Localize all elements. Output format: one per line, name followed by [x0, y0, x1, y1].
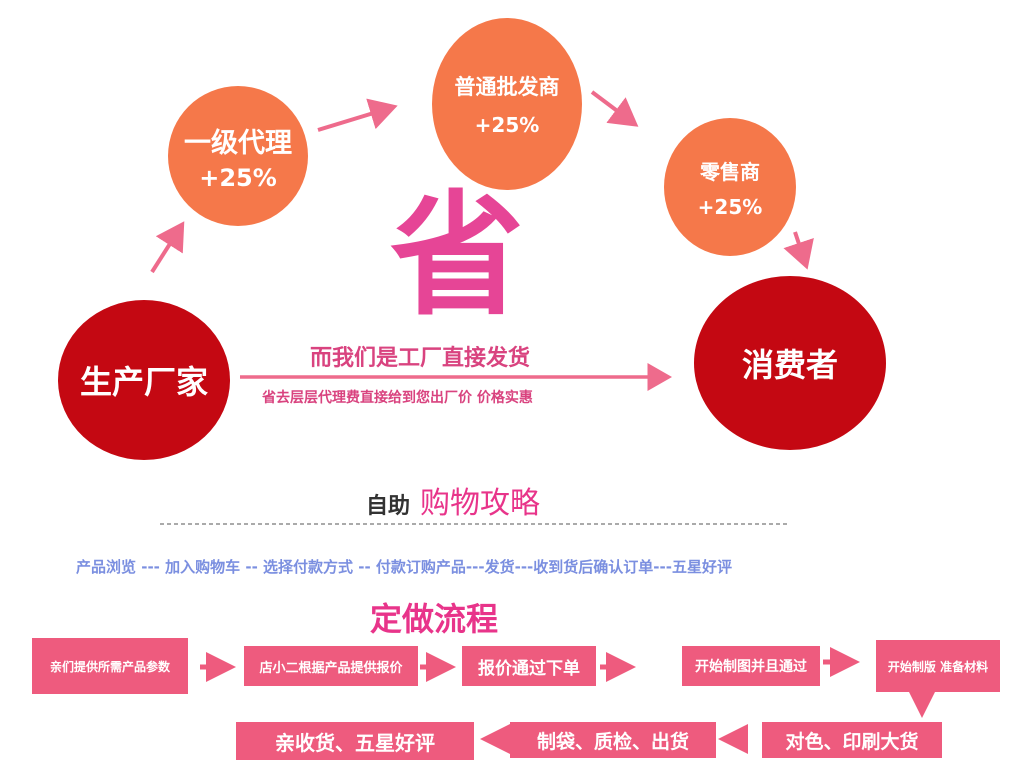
- manufacturer-label: 生产厂家: [79, 363, 208, 401]
- agent-markup: +25%: [199, 163, 277, 192]
- arrow-retailer-to-consumer: [783, 231, 814, 270]
- self-service-title: 购物攻略: [420, 486, 541, 521]
- retailer-name: 零售商: [700, 159, 760, 184]
- custom-process-title: 定做流程: [370, 600, 499, 638]
- self-service-prefix: 自助: [366, 494, 411, 519]
- manufacturer-circle: 生产厂家: [58, 300, 230, 460]
- wholesaler-name: 普通批发商: [454, 75, 560, 99]
- arrow-factory-to-agent: [150, 221, 185, 274]
- process-step-4: 开始制图并且通过: [682, 646, 820, 686]
- direct-ship-text: 而我们是工厂直接发货: [310, 346, 531, 371]
- process-step-3: 报价通过下单: [462, 646, 596, 686]
- consumer-circle: 消费者: [694, 276, 886, 450]
- wholesaler-markup: +25%: [474, 113, 540, 137]
- self-service-heading: 自助 购物攻略: [366, 478, 540, 522]
- arrow-wholesaler-to-retailer: [590, 90, 639, 127]
- process-step-7: 制袋、质检、出货: [510, 722, 716, 758]
- process-step-2: 店小二根据产品提供报价: [244, 646, 418, 686]
- arrow-agent-to-wholesaler: [317, 98, 398, 132]
- process-step-1: 亲们提供所需产品参数: [32, 638, 188, 694]
- consumer-label: 消费者: [741, 346, 838, 384]
- shopping-steps: 产品浏览 --- 加入购物车 -- 选择付款方式 -- 付款订购产品---发货-…: [76, 558, 732, 576]
- save-char: 省: [390, 178, 525, 334]
- agent-name: 一级代理: [184, 127, 292, 159]
- direct-ship-subtext: 省去层层代理费直接给到您出厂价 价格实惠: [262, 390, 533, 406]
- process-step-5: 开始制版 准备材料: [876, 640, 1000, 692]
- retailer-markup: +25%: [697, 194, 763, 219]
- agent-circle: 一级代理 +25%: [168, 86, 308, 226]
- wholesaler-circle: 普通批发商 +25%: [432, 18, 582, 190]
- retailer-circle: 零售商 +25%: [664, 118, 796, 256]
- process-step-6: 对色、印刷大货: [762, 722, 942, 758]
- process-step-8: 亲收货、五星好评: [236, 722, 474, 760]
